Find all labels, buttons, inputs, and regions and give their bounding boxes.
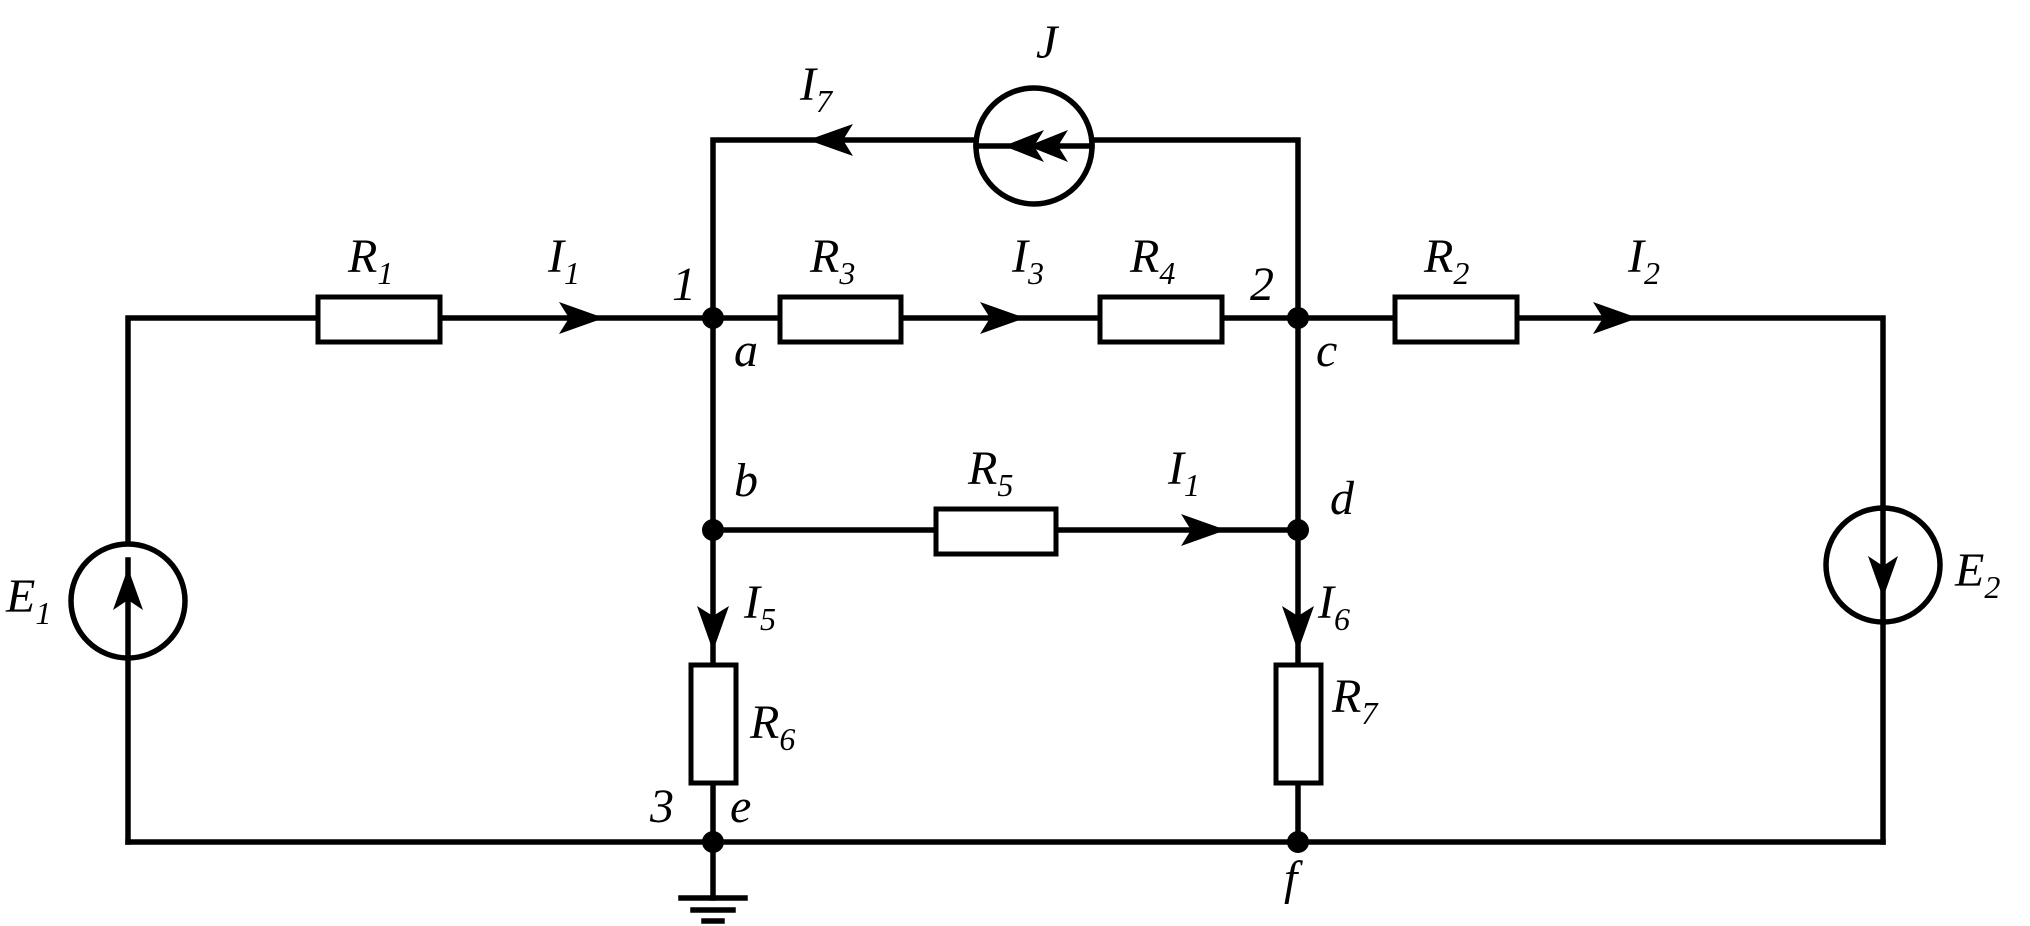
arrow-i1-mid-icon	[1181, 514, 1226, 546]
label-node-a: a	[734, 324, 758, 377]
label-r1: R1	[347, 230, 393, 291]
current-arrows	[559, 124, 1638, 651]
label-i3: I3	[1011, 230, 1044, 291]
label-node-1: 1	[672, 258, 696, 311]
node-d-dot	[1287, 519, 1309, 541]
j-double-arrow-icon-2	[1028, 130, 1068, 162]
node-2-dot	[1287, 307, 1309, 329]
wire-left-top	[125, 315, 321, 563]
node-f-dot	[1287, 831, 1309, 853]
label-node-e: e	[730, 780, 751, 833]
e2-arrow-icon	[1868, 556, 1898, 598]
label-i5: I5	[743, 576, 776, 637]
e1-arrow-icon	[113, 568, 143, 610]
label-r3: R3	[809, 230, 855, 291]
nodes	[702, 307, 1309, 853]
label-r2: R2	[1423, 230, 1469, 291]
label-r4: R4	[1129, 230, 1175, 291]
wire-r2-right	[1514, 315, 1886, 563]
arrow-i6-icon	[1282, 606, 1314, 651]
label-i7: I7	[799, 58, 834, 119]
node-e-dot	[702, 831, 724, 853]
arrow-i5-icon	[697, 606, 729, 651]
resistor-r1	[315, 294, 443, 345]
resistor-r5	[933, 506, 1059, 557]
label-e1: E1	[5, 570, 51, 631]
label-node-c: c	[1316, 324, 1337, 377]
j-double-arrow-icon-1	[1004, 130, 1044, 162]
label-node-d: d	[1330, 472, 1355, 525]
labels: R1 R3 R4 R2 R5 R6 R7 I1 I3 I2 I1	[5, 16, 2000, 905]
label-i1-top: I1	[547, 230, 580, 291]
label-node-b: b	[734, 454, 758, 507]
label-node-f: f	[1284, 852, 1303, 905]
wire-j-right	[1091, 137, 1301, 321]
label-r6: R6	[749, 696, 795, 757]
sources	[68, 85, 1943, 661]
resistor-r2	[1392, 294, 1520, 345]
label-i1-mid: I1	[1167, 442, 1200, 503]
label-r5: R5	[967, 442, 1013, 503]
resistor-r7	[1273, 662, 1324, 786]
wire-j-left	[710, 137, 978, 321]
node-1-dot	[702, 307, 724, 329]
label-node-2: 2	[1250, 258, 1274, 311]
label-i6: I6	[1317, 576, 1350, 637]
label-j: J	[1036, 16, 1060, 69]
arrow-i7-icon	[808, 124, 853, 156]
arrow-i1-top-icon	[559, 302, 604, 334]
arrow-i2-icon	[1593, 302, 1638, 334]
resistor-r3	[777, 294, 904, 345]
label-i2: I2	[1627, 230, 1660, 291]
label-e2: E2	[1954, 544, 2000, 605]
resistor-r6	[688, 662, 739, 786]
label-node-3: 3	[649, 780, 674, 833]
label-r7: R7	[1331, 670, 1379, 731]
arrow-i3-icon	[980, 302, 1025, 334]
node-b-dot	[702, 519, 724, 541]
resistor-r4	[1097, 294, 1225, 345]
resistors	[315, 294, 1520, 786]
